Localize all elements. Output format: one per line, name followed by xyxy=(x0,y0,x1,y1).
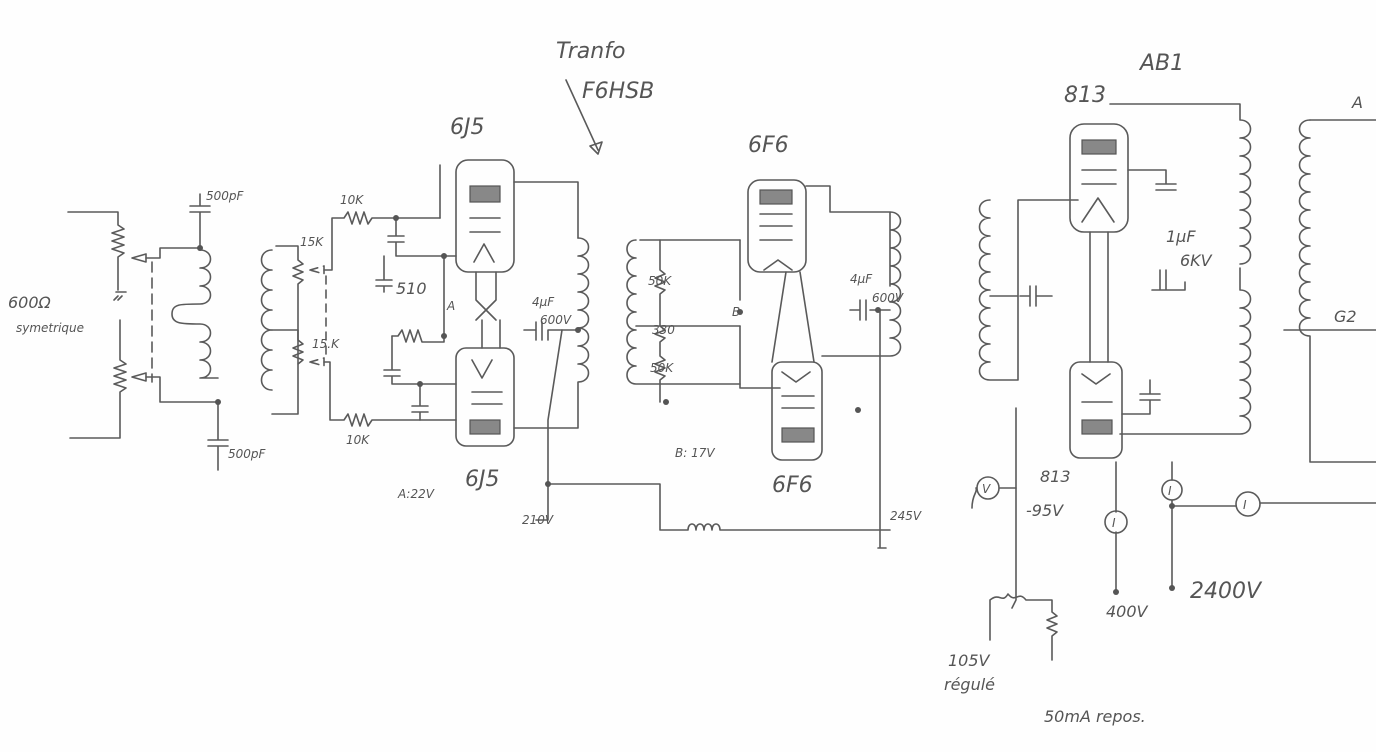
bias-a-label: A:22V xyxy=(397,487,435,501)
tube-813-top-label: 813 xyxy=(1064,83,1106,108)
meter-i-output: I xyxy=(1243,498,1247,512)
supply-210v-label: 210V xyxy=(522,513,554,527)
meter-v: V xyxy=(982,482,991,496)
idle-current-label: 50mA repos. xyxy=(1044,707,1146,726)
tube-6j5-top-label: 6J5 xyxy=(450,115,484,140)
cap1-value-label: 4µF xyxy=(532,295,555,309)
cap2-voltage-label: 600V xyxy=(872,291,904,305)
cap2-value-label: 4µF xyxy=(850,272,873,286)
input-type-label: symetrique xyxy=(16,321,84,335)
meter-i-plate: I xyxy=(1168,484,1172,498)
cap3-value-label: 1µF xyxy=(1166,227,1196,246)
r330-label: 330 xyxy=(652,323,675,337)
label-g2: G2 xyxy=(1334,307,1357,326)
cap3-voltage-label: 6KV xyxy=(1180,251,1213,270)
supply-245v-label: 245V xyxy=(890,509,922,523)
stage1-section: 10K 15K 15.K 10K 510 A 6J5 6J5 A:22V 4µF… xyxy=(260,115,891,531)
tube-6f6-top-label: 6F6 xyxy=(748,133,789,158)
input-section: 600Ω symetrique 500pF 500pF xyxy=(8,189,267,471)
grid-bias-label: -95V xyxy=(1026,501,1064,520)
cap1-voltage-label: 600V xyxy=(540,313,572,327)
r50k-top-label: 50K xyxy=(648,274,672,288)
tube-6f6-bottom-label: 6F6 xyxy=(772,473,813,498)
r-cathode-label: 510 xyxy=(396,279,427,298)
regulated-voltage-label: 105V xyxy=(948,651,991,670)
input-impedance-label: 600Ω xyxy=(8,293,52,312)
output-section: V I I I 813 AB1 A G2 1µF 6KV 813 -95V 40… xyxy=(944,51,1376,726)
input-cap-top-label: 500pF xyxy=(206,189,245,203)
class-ab1-label: AB1 xyxy=(1138,51,1184,76)
meter-i-screen: I xyxy=(1112,516,1116,530)
pot-top-label: 15K xyxy=(300,235,324,249)
regulated-note-label: régulé xyxy=(944,675,995,694)
transfo-model-label: F6HSB xyxy=(582,79,654,104)
label-a: A xyxy=(1351,93,1363,112)
r-bottom-label: 10K xyxy=(346,433,370,447)
tube-6j5-bottom-label: 6J5 xyxy=(465,467,499,492)
bias-b-label: B: 17V xyxy=(675,446,715,460)
node-b-label: B xyxy=(732,305,740,319)
screen-supply-label: 400V xyxy=(1106,602,1149,621)
transfo-annotation: Tranfo F6HSB xyxy=(556,39,654,155)
r50k-bottom-label: 50K xyxy=(650,361,674,375)
plate-supply-label: 2400V xyxy=(1190,579,1263,604)
pot-bottom-label: 15.K xyxy=(312,337,340,351)
node-a-label: A xyxy=(446,299,455,313)
stage2-section: 6F6 6F6 50K 330 50K B B: 17V 4µF 600V 24… xyxy=(626,133,922,549)
input-cap-bottom-label: 500pF xyxy=(228,447,267,461)
transfo-label: Tranfo xyxy=(556,39,625,64)
tube-813-bottom-label: 813 xyxy=(1040,467,1071,486)
r-top-label: 10K xyxy=(340,193,364,207)
